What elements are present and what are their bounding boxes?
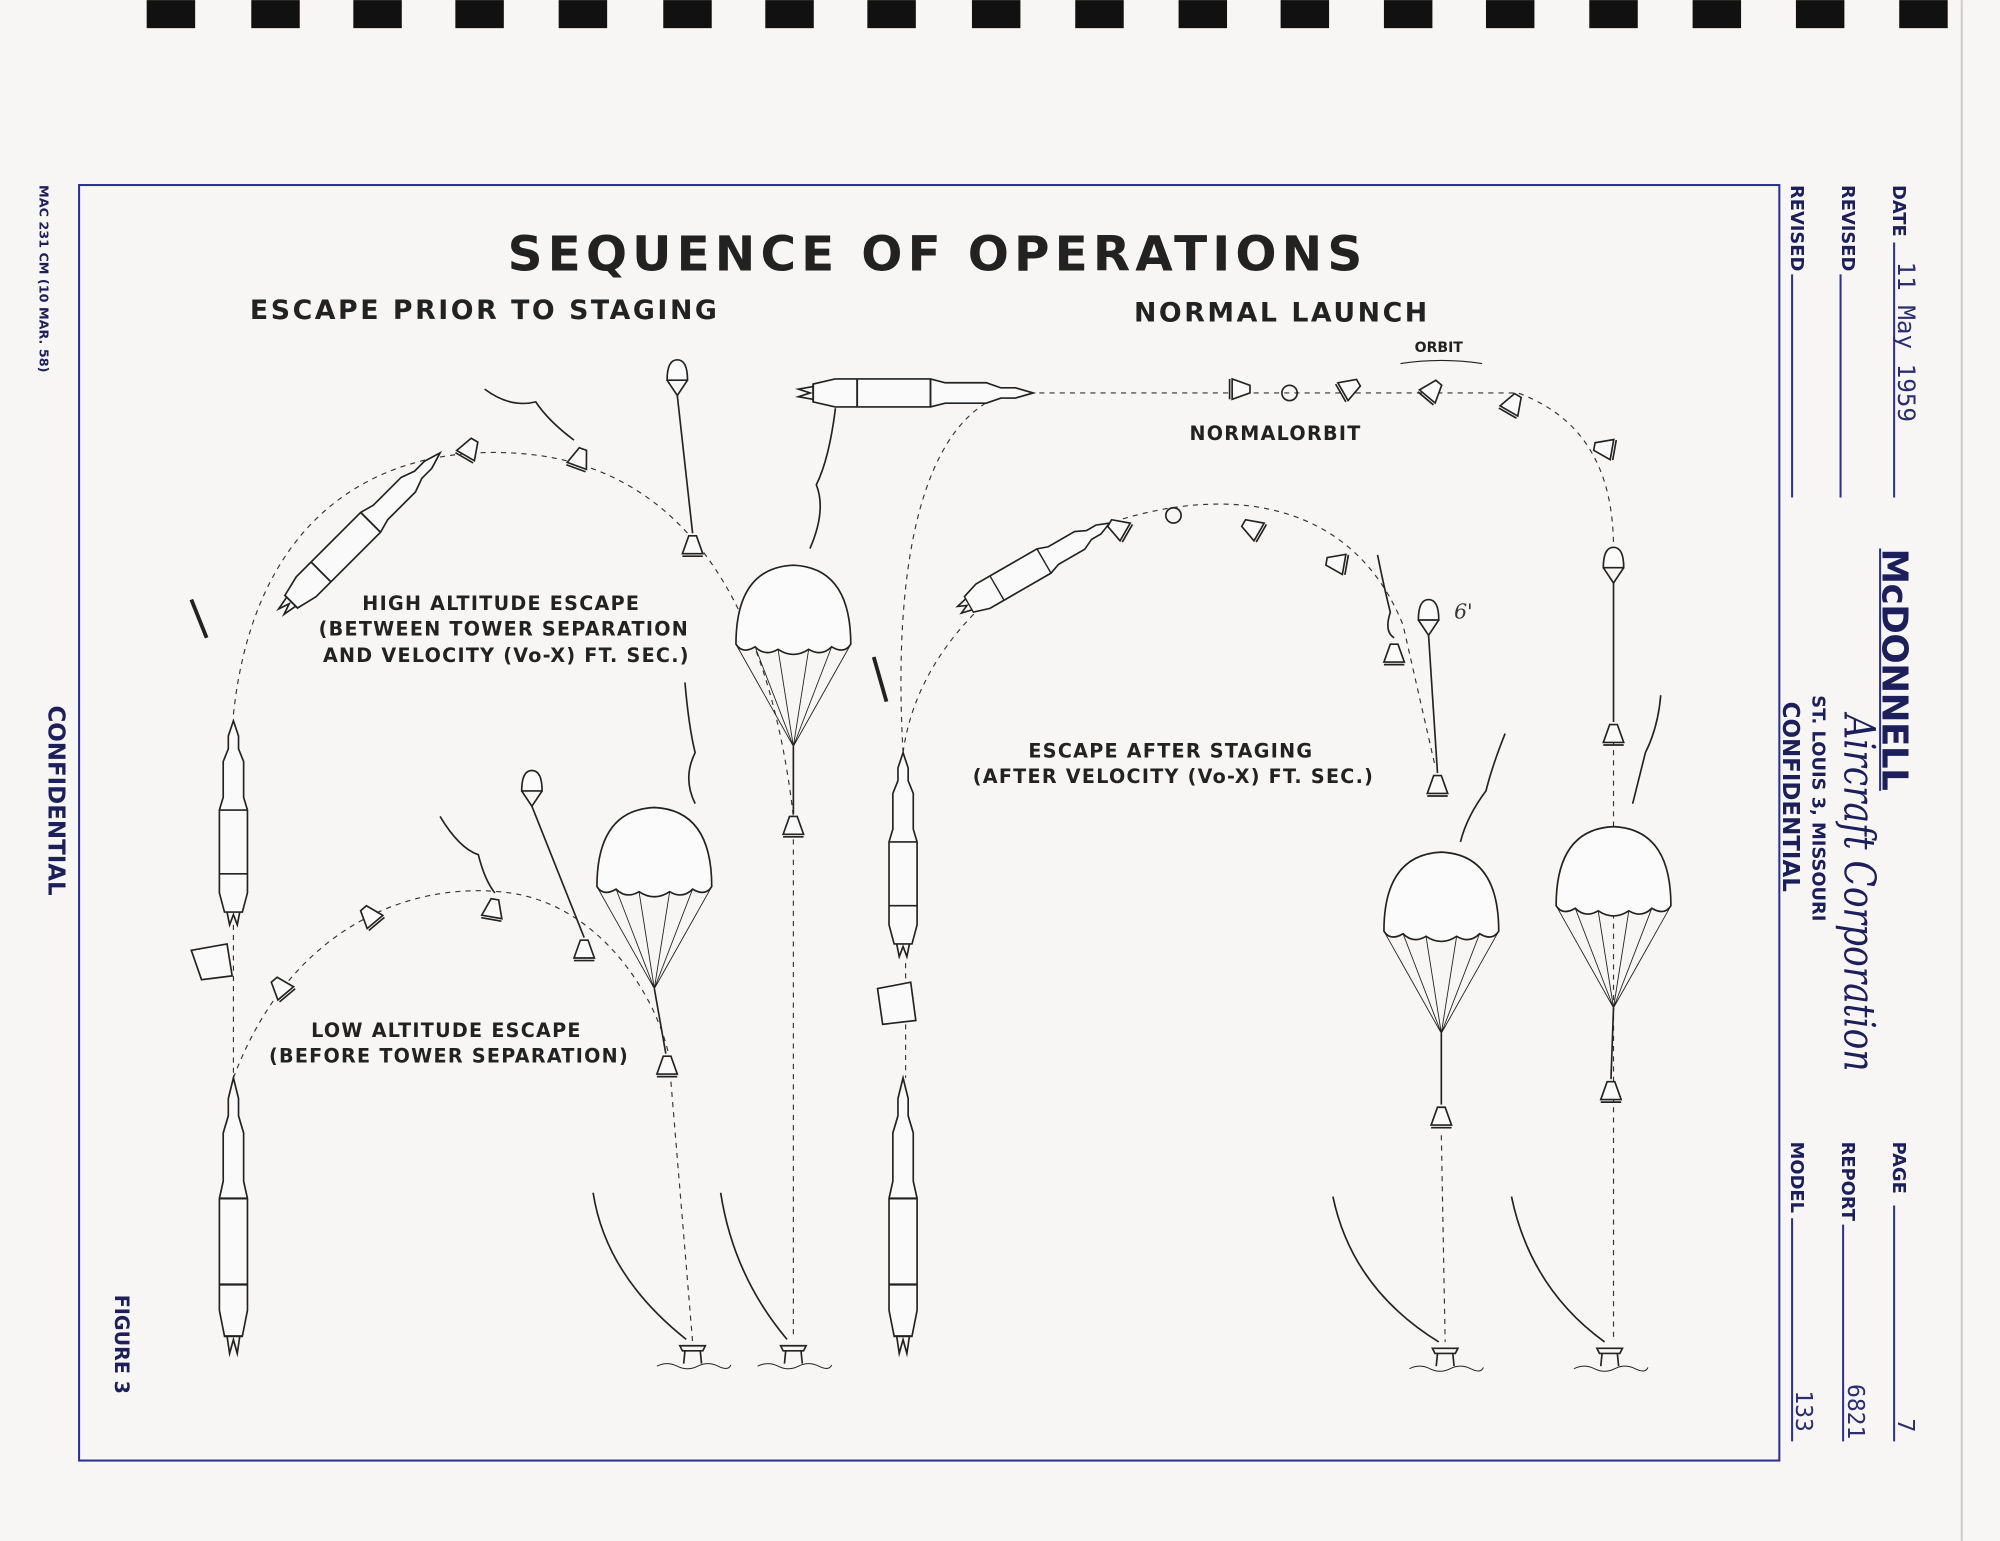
high-altitude-label: HIGH ALTITUDE ESCAPE (BETWEEN TOWER SEPA…: [319, 592, 690, 667]
svg-text:REVISED: REVISED: [1837, 185, 1858, 271]
svg-text:LOW ALTITUDE ESCAPE: LOW ALTITUDE ESCAPE: [311, 1019, 582, 1042]
spiral-binding: [146, 0, 1948, 29]
after-staging-label: ESCAPE AFTER STAGING (AFTER VELOCITY (Vo…: [973, 740, 1374, 789]
confidential-right: CONFIDENTIAL: [1777, 702, 1803, 892]
rocket-icons: [189, 377, 1118, 1355]
orbit-label: ORBIT: [1415, 340, 1464, 356]
svg-text:ESCAPE AFTER STAGING: ESCAPE AFTER STAGING: [1028, 740, 1313, 763]
page-value: 7: [1892, 1418, 1918, 1432]
parachute-icons: [439, 358, 1672, 1105]
svg-text:(BEFORE TOWER SEPARATION): (BEFORE TOWER SEPARATION): [269, 1045, 629, 1068]
svg-text:DATE: DATE: [1888, 185, 1909, 237]
company-location: ST. LOUIS 3, MISSOURI: [1808, 695, 1829, 921]
date-value: 11 May 1959: [1892, 262, 1920, 422]
section-normal-launch: NORMAL LAUNCH: [1134, 298, 1430, 329]
trajectories: [232, 359, 1615, 1342]
form-number: MAC 231 CM (10 MAR. 58): [36, 185, 51, 372]
title-block: DATE 11 May 1959 REVISED REVISED McDONNE…: [1777, 185, 1920, 1442]
figure-border: [78, 184, 1781, 1462]
svg-text:REPORT: REPORT: [1837, 1142, 1858, 1222]
section-escape-prior: ESCAPE PRIOR TO STAGING: [250, 295, 719, 326]
capsule-icons: [265, 373, 1625, 1129]
company-script: Aircraft Corporation: [1833, 711, 1883, 1071]
svg-text:(AFTER VELOCITY (Vo-X) FT. SEC: (AFTER VELOCITY (Vo-X) FT. SEC.): [973, 765, 1374, 788]
model-value: 133: [1790, 1390, 1816, 1431]
svg-text:PAGE: PAGE: [1888, 1142, 1909, 1194]
low-altitude-label: LOW ALTITUDE ESCAPE (BEFORE TOWER SEPARA…: [269, 1019, 629, 1068]
svg-text:MODEL: MODEL: [1786, 1142, 1807, 1213]
svg-text:HIGH ALTITUDE ESCAPE: HIGH ALTITUDE ESCAPE: [362, 592, 640, 615]
svg-text:REVISED: REVISED: [1786, 185, 1807, 271]
landing-sites: [592, 1192, 1649, 1373]
page-title: SEQUENCE OF OPERATIONS: [508, 227, 1368, 283]
confidential-left: CONFIDENTIAL: [42, 705, 68, 895]
svg-text:AND VELOCITY (Vo-X) FT. SEC.): AND VELOCITY (Vo-X) FT. SEC.): [323, 644, 690, 667]
normal-orbit-label: NORMALORBIT: [1189, 422, 1361, 445]
handwritten-note: 6': [1454, 600, 1473, 624]
svg-text:(BETWEEN TOWER SEPARATION: (BETWEEN TOWER SEPARATION: [319, 617, 689, 640]
report-value: 6821: [1842, 1384, 1868, 1439]
figure-number: FIGURE 3: [110, 1295, 133, 1394]
